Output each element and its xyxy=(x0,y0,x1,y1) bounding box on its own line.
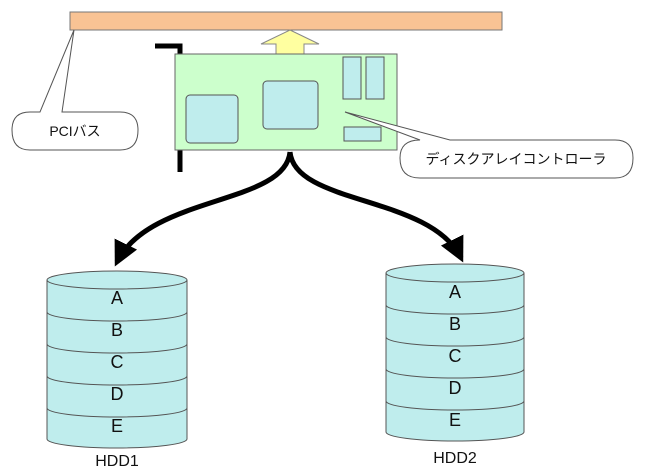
chip-small-1 xyxy=(342,56,362,100)
controller-board xyxy=(174,53,398,151)
chip-large-left xyxy=(185,94,239,144)
controller-label: ディスクアレイコントローラ xyxy=(425,151,606,167)
slice-label: C xyxy=(111,352,124,372)
disk-name-label: HDD1 xyxy=(95,453,139,470)
disk-divider xyxy=(385,304,525,315)
disk-divider xyxy=(385,400,525,411)
curved-arrow-icon xyxy=(114,151,293,267)
disk-divider xyxy=(385,368,525,379)
slice-label: C xyxy=(449,346,462,366)
disk-top xyxy=(385,263,525,283)
pci-bus xyxy=(69,11,503,31)
disk-divider xyxy=(385,336,525,347)
chip-small-3 xyxy=(343,126,382,142)
disk-divider xyxy=(46,407,188,418)
controller-callout: ディスクアレイコントローラ xyxy=(344,111,634,179)
disk-divider xyxy=(46,311,188,322)
pci-bus-callout: PCIバス xyxy=(11,29,139,151)
curved-arrow-icon xyxy=(287,151,464,263)
disk-name-label: HDD2 xyxy=(433,450,477,467)
slice-label: D xyxy=(111,384,124,404)
slice-label: B xyxy=(111,320,123,340)
slice-label: E xyxy=(111,416,123,436)
chip-large-center xyxy=(262,80,319,130)
slice-label: B xyxy=(449,314,461,334)
slice-label: E xyxy=(449,410,461,430)
disk-divider xyxy=(46,375,188,386)
pci-bus-label: PCIバス xyxy=(49,123,100,139)
disk-hdd1: A B C D E HDD1 xyxy=(46,270,188,470)
disk-top xyxy=(46,270,188,290)
slice-label: A xyxy=(449,282,461,302)
disk-hdd2: A B C D E HDD2 xyxy=(385,263,525,467)
disk-divider xyxy=(46,343,188,354)
slice-label: A xyxy=(111,288,123,308)
chip-small-2 xyxy=(365,56,385,100)
slice-label: D xyxy=(449,378,462,398)
